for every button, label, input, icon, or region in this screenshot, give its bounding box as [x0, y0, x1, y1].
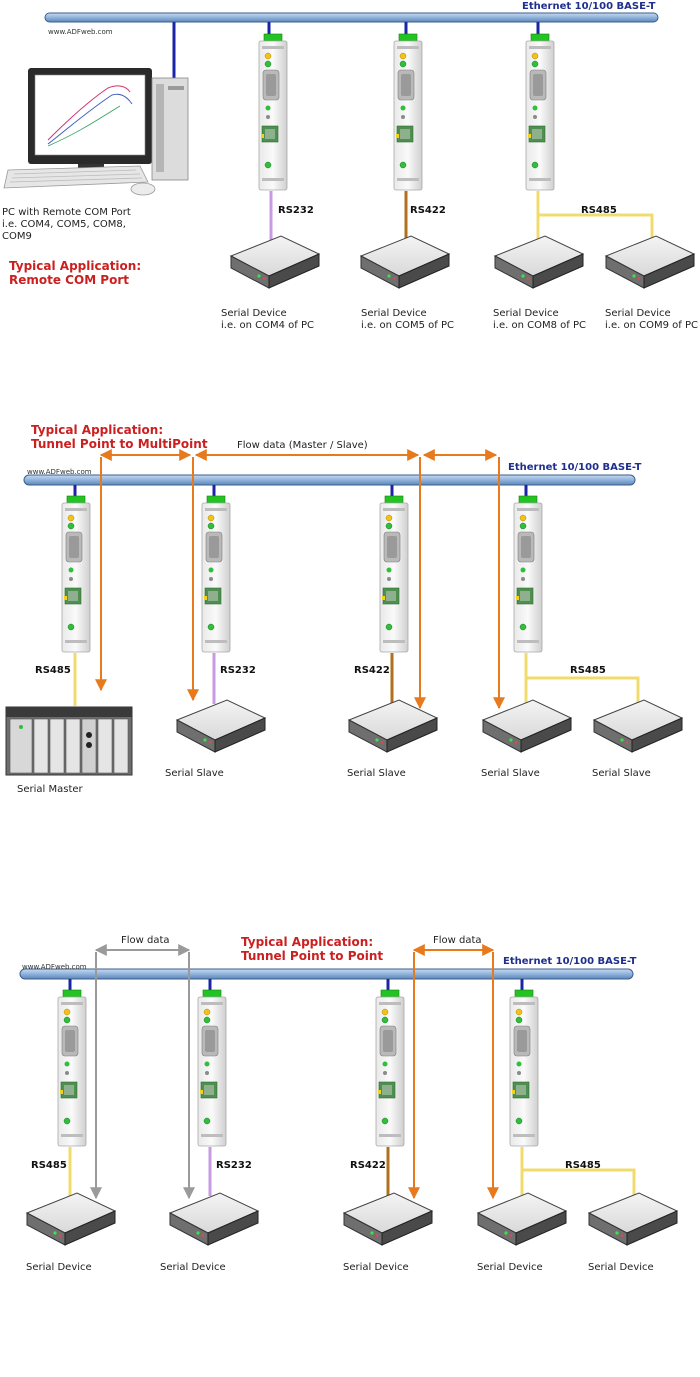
serial-device-2: [360, 235, 450, 289]
protocol-label-3-3: RS422: [350, 1160, 386, 1171]
gateway-module-7: [513, 495, 543, 653]
gateway-module-6: [379, 495, 409, 653]
serial-slave-1: [176, 699, 266, 753]
serial-device-label-p3-2: Serial Device: [160, 1262, 226, 1273]
serial-device-p3-3: [343, 1192, 433, 1246]
serial-device-4: [605, 235, 695, 289]
rs485-cable-2: [524, 653, 640, 704]
serial-master-label: Serial Master: [17, 784, 83, 795]
flow-data-label-3b: Flow data: [433, 935, 482, 946]
serial-master-plc: [5, 706, 133, 776]
serial-device-1: [230, 235, 320, 289]
pc-label-line1: PC with Remote COM Port: [2, 207, 131, 218]
device-2-line2: i.e. on COM5 of PC: [361, 320, 454, 331]
panel-remote-com-port: [3, 12, 695, 289]
serial-slave-label-4: Serial Slave: [592, 768, 651, 779]
website-label-3: www.ADFweb.com: [22, 963, 87, 971]
device-4-line2: i.e. on COM9 of PC: [605, 320, 698, 331]
device-1-line2: i.e. on COM4 of PC: [221, 320, 314, 331]
device-3-line1: Serial Device: [493, 308, 559, 319]
serial-device-label-p3-1: Serial Device: [26, 1262, 92, 1273]
ethernet-bus-2: [23, 474, 636, 486]
serial-slave-3: [482, 699, 572, 753]
serial-device-label-p3-5: Serial Device: [588, 1262, 654, 1273]
serial-slave-2: [348, 699, 438, 753]
protocol-label-rs422-1: RS422: [410, 205, 446, 216]
rs485-cable-3b: [520, 1147, 636, 1196]
panel-tunnel-point-to-multipoint: [5, 449, 683, 776]
ethernet-label-2: Ethernet 10/100 BASE-T: [508, 462, 642, 473]
device-4-line1: Serial Device: [605, 308, 671, 319]
protocol-label-rs485-1: RS485: [581, 205, 617, 216]
serial-slave-label-1: Serial Slave: [165, 768, 224, 779]
title-2-line1: Typical Application:: [31, 423, 164, 437]
title-3-line1: Typical Application:: [241, 935, 374, 949]
protocol-label-3-4: RS485: [565, 1160, 601, 1171]
serial-device-label-p3-3: Serial Device: [343, 1262, 409, 1273]
panel-tunnel-point-to-point: [19, 944, 678, 1246]
gateway-module-9: [197, 989, 227, 1147]
serial-device-p3-1: [26, 1192, 116, 1246]
protocol-label-2-4: RS485: [570, 665, 606, 676]
protocol-label-rs232-1: RS232: [278, 205, 314, 216]
gateway-module-4: [61, 495, 91, 653]
serial-device-label-p3-4: Serial Device: [477, 1262, 543, 1273]
device-1-line1: Serial Device: [221, 308, 287, 319]
device-3-line2: i.e. on COM8 of PC: [493, 320, 586, 331]
title-1-line2: Remote COM Port: [9, 273, 129, 287]
title-3-line2: Tunnel Point to Point: [241, 949, 384, 963]
ethernet-bus-1: [44, 12, 659, 23]
serial-device-p3-2: [169, 1192, 259, 1246]
flow-data-label-2: Flow data (Master / Slave): [237, 440, 368, 451]
gateway-module-8: [57, 989, 87, 1147]
serial-device-p3-4: [477, 1192, 567, 1246]
pc-computer: [3, 68, 189, 196]
website-label-2: www.ADFweb.com: [27, 468, 92, 476]
rs485-cable: [536, 191, 654, 240]
pc-label-line3: COM9: [2, 231, 32, 242]
serial-device-3: [494, 235, 584, 289]
pc-label-line2: i.e. COM4, COM5, COM8,: [2, 219, 126, 230]
serial-slave-label-3: Serial Slave: [481, 768, 540, 779]
gateway-module-1: [258, 33, 288, 191]
ethernet-bus-3: [19, 968, 634, 980]
protocol-label-2-1: RS485: [35, 665, 71, 676]
flow-data-label-3a: Flow data: [121, 935, 170, 946]
gateway-module-5: [201, 495, 231, 653]
protocol-label-3-1: RS485: [31, 1160, 67, 1171]
protocol-label-2-3: RS422: [354, 665, 390, 676]
serial-slave-label-2: Serial Slave: [347, 768, 406, 779]
title-1-line1: Typical Application:: [9, 259, 142, 273]
serial-device-p3-5: [588, 1192, 678, 1246]
website-label-1: www.ADFweb.com: [48, 28, 113, 36]
title-2-line2: Tunnel Point to MultiPoint: [31, 437, 208, 451]
protocol-label-2-2: RS232: [220, 665, 256, 676]
protocol-label-3-2: RS232: [216, 1160, 252, 1171]
gateway-module-3: [525, 33, 555, 191]
ethernet-label-1: Ethernet 10/100 BASE-T: [522, 1, 656, 12]
ethernet-label-3: Ethernet 10/100 BASE-T: [503, 956, 637, 967]
serial-slave-4: [593, 699, 683, 753]
device-2-line1: Serial Device: [361, 308, 427, 319]
gateway-module-10: [375, 989, 405, 1147]
gateway-module-11: [509, 989, 539, 1147]
gateway-module-2: [393, 33, 423, 191]
